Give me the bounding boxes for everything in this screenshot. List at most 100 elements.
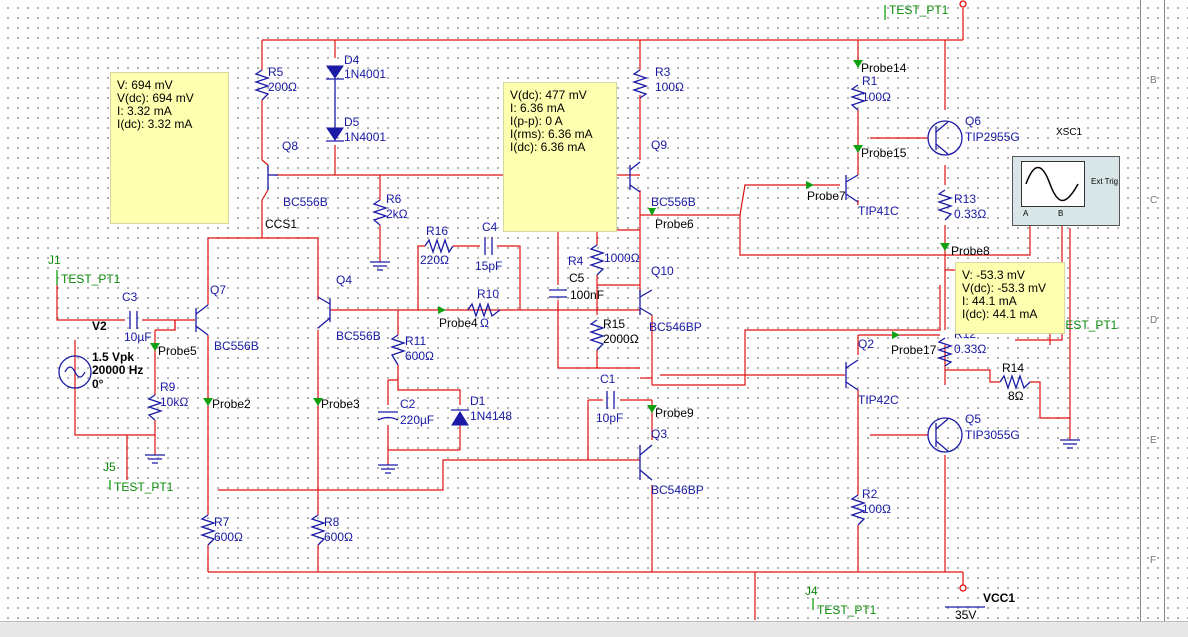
r15-value[interactable]: 2000Ω — [603, 332, 639, 346]
q4-ref[interactable]: Q4 — [336, 273, 353, 287]
v2-ref[interactable]: V2 — [92, 319, 107, 333]
d4-value[interactable]: 1N4001 — [344, 67, 387, 81]
q3-value[interactable]: BC546BP — [651, 483, 704, 497]
c3-value[interactable]: 10µF — [124, 330, 152, 344]
probe-note[interactable]: V: 694 mV V(dc): 694 mV I: 3.32 mA I(dc)… — [110, 72, 229, 224]
j5-ref[interactable]: J5 — [103, 460, 116, 474]
scope-channel-a[interactable]: A — [1023, 209, 1029, 218]
d1-ref[interactable]: D1 — [470, 394, 486, 408]
r2-value[interactable]: 100Ω — [862, 502, 891, 516]
r15-ref[interactable]: R15 — [603, 317, 626, 331]
r13-value[interactable]: 0.33Ω — [954, 207, 987, 221]
vcc1-ref[interactable]: VCC1 — [983, 591, 1016, 605]
r9-value[interactable]: 10kΩ — [160, 395, 189, 409]
c4-ref[interactable]: C4 — [482, 220, 498, 234]
xsc1-ref[interactable]: XSC1 — [1056, 127, 1083, 138]
probe-label[interactable]: Probe14 — [861, 61, 907, 75]
oscilloscope[interactable]: Ext Trig A B — [1012, 156, 1120, 226]
c5-ref[interactable]: C5 — [569, 271, 585, 285]
q8-ref[interactable]: Q8 — [282, 139, 299, 153]
d4-ref[interactable]: D4 — [344, 53, 360, 67]
scope-channel-b[interactable]: B — [1058, 209, 1064, 218]
q10-value[interactable]: BC546BP — [649, 320, 702, 334]
q9-value[interactable]: BC556B — [651, 195, 696, 209]
r6-value[interactable]: 2kΩ — [386, 207, 408, 221]
c3-ref[interactable]: C3 — [122, 290, 138, 304]
probe-label[interactable]: Probe5 — [158, 344, 197, 358]
d1-value[interactable]: 1N4148 — [470, 409, 513, 423]
j1-value[interactable]: TEST_PT1 — [61, 272, 121, 286]
q7-value[interactable]: BC556B — [214, 339, 259, 353]
ccs1-label[interactable]: CCS1 — [265, 217, 298, 231]
r2-ref[interactable]: R2 — [862, 487, 878, 501]
r8-ref[interactable]: R8 — [324, 515, 340, 529]
probe-label[interactable]: Probe9 — [655, 406, 694, 420]
c2-ref[interactable]: C2 — [400, 397, 416, 411]
q2-value[interactable]: TIP42C — [858, 393, 899, 407]
d5-value[interactable]: 1N4001 — [344, 130, 387, 144]
r13-ref[interactable]: R13 — [954, 192, 977, 206]
r3-ref[interactable]: R3 — [655, 65, 671, 79]
r16-value[interactable]: 220Ω — [420, 253, 449, 267]
probe-label[interactable]: Probe3 — [321, 397, 360, 411]
q5-value[interactable]: TIP3055G — [965, 428, 1020, 442]
r8-value[interactable]: 600Ω — [324, 530, 353, 544]
r10-ref[interactable]: R10 — [477, 287, 500, 301]
q10-ref[interactable]: Q10 — [651, 264, 674, 278]
r12-value[interactable]: 0.33Ω — [954, 342, 987, 356]
r16-ref[interactable]: R16 — [426, 224, 449, 238]
c1-value[interactable]: 10pF — [596, 411, 624, 425]
probe-note[interactable]: V: -53.3 mV V(dc): -53.3 mV I: 44.1 mA I… — [955, 262, 1065, 334]
probe-label[interactable]: Probe8 — [951, 244, 990, 258]
r4-value[interactable]: 1000Ω — [604, 251, 640, 265]
r14-value[interactable]: 8Ω — [1008, 389, 1024, 403]
c1-ref[interactable]: C1 — [600, 372, 616, 386]
r5-ref[interactable]: R5 — [268, 65, 284, 79]
r9-ref[interactable]: R9 — [160, 380, 176, 394]
r11-value[interactable]: 600Ω — [405, 349, 434, 363]
r11-ref[interactable]: R11 — [405, 334, 427, 348]
right-testpoint-label[interactable]: TEST_PT1 — [1058, 318, 1118, 332]
r10-value[interactable]: Ω — [480, 316, 489, 330]
q5-ref[interactable]: Q5 — [965, 412, 982, 426]
probe-label[interactable]: Probe4 — [439, 316, 478, 330]
q3-ref[interactable]: Q3 — [651, 427, 668, 441]
q4-value[interactable]: BC556B — [336, 329, 381, 343]
j4-ref[interactable]: J4 — [805, 584, 818, 598]
r7-value[interactable]: 600Ω — [214, 530, 243, 544]
r7-ref[interactable]: R7 — [214, 515, 230, 529]
r5-value[interactable]: 200Ω — [268, 80, 297, 94]
probe-label[interactable]: Probe15 — [861, 146, 907, 160]
j4-value[interactable]: TEST_PT1 — [817, 603, 877, 617]
c5-value[interactable]: 100nF — [570, 288, 605, 302]
q8-value[interactable]: BC556B — [283, 195, 328, 209]
j1-ref[interactable]: J1 — [48, 253, 61, 267]
vcc1-value[interactable]: 35V — [955, 608, 977, 622]
v2-phase[interactable]: 0° — [92, 377, 104, 391]
q9-ref[interactable]: Q9 — [651, 138, 668, 152]
r14-ref[interactable]: R14 — [1002, 361, 1025, 375]
probe-label[interactable]: Probe7 — [807, 189, 846, 203]
j5-value[interactable]: TEST_PT1 — [114, 480, 174, 494]
tip41c-label[interactable]: TIP41C — [858, 204, 899, 218]
q6-value[interactable]: TIP2955G — [965, 130, 1020, 144]
q2-ref[interactable]: Q2 — [858, 337, 875, 351]
c2-value[interactable]: 220µF — [400, 413, 435, 427]
r1-ref[interactable]: R1 — [862, 74, 878, 88]
q7-ref[interactable]: Q7 — [210, 283, 227, 297]
v2-freq[interactable]: 20000 Hz — [92, 363, 144, 377]
probe-label[interactable]: Probe17 — [891, 343, 937, 357]
r6-ref[interactable]: R6 — [386, 192, 402, 206]
v2-amp[interactable]: 1.5 Vpk — [92, 350, 135, 364]
q6-ref[interactable]: Q6 — [965, 114, 982, 128]
probe-note[interactable]: V(dc): 477 mV I: 6.36 mA I(p-p): 0 A I(r… — [503, 82, 617, 232]
top-testpoint-label[interactable]: TEST_PT1 — [889, 3, 949, 17]
r4-ref[interactable]: R4 — [568, 254, 584, 268]
probe-label[interactable]: Probe6 — [655, 217, 694, 231]
r3-value[interactable]: 100Ω — [655, 80, 684, 94]
horizontal-scrollbar[interactable] — [0, 621, 1188, 637]
probe-label[interactable]: Probe2 — [212, 397, 251, 411]
d5-ref[interactable]: D5 — [344, 115, 360, 129]
r1-value[interactable]: 100Ω — [862, 90, 891, 104]
